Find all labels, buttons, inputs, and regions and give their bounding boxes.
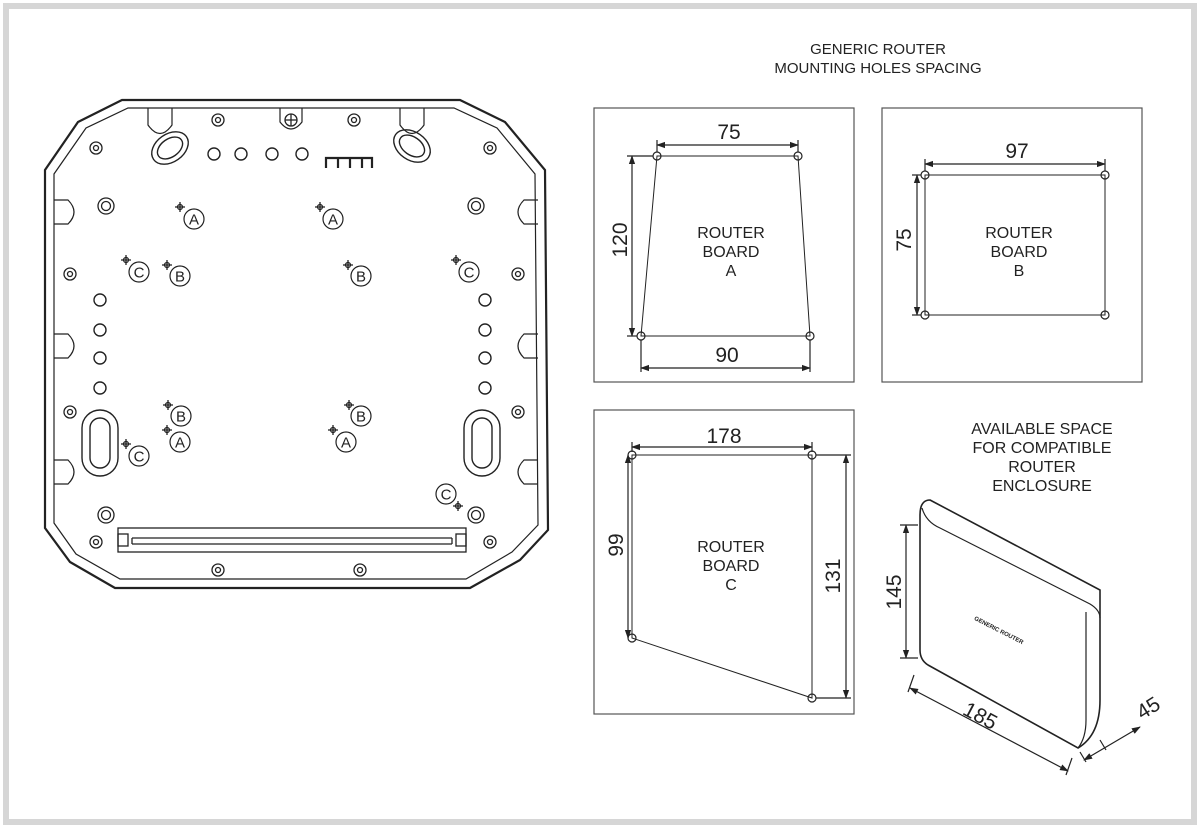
mounting-crosshair — [163, 400, 173, 410]
mounting-hole — [176, 203, 184, 211]
mounting-crosshair — [121, 439, 131, 449]
board-b-panel: 97 75 ROUTER BOARD B — [881, 107, 1143, 383]
callout-letter: C — [134, 449, 145, 466]
mounting-point-b: B — [163, 400, 192, 427]
mounting-hole — [452, 256, 460, 264]
mounting-crosshair — [121, 255, 131, 265]
mounting-point-b: B — [343, 260, 372, 287]
callout-bubble — [350, 405, 372, 427]
mounting-point-b: B — [344, 400, 372, 427]
board-c-right-dimension: 131 — [822, 558, 845, 593]
callout-bubble — [335, 431, 357, 453]
enclosure-length-dimension: 185 — [959, 698, 1001, 735]
board-c-label-line-2: BOARD — [703, 558, 760, 575]
mounting-crosshair — [451, 255, 461, 265]
board-c-label-line-1: ROUTER — [697, 539, 765, 556]
enclosure-caption-line-3: ROUTER — [1008, 459, 1076, 476]
enclosure-depth-dimension: 45 — [1133, 693, 1165, 725]
board-b-label-line-1: ROUTER — [985, 225, 1053, 242]
mounting-point-a: A — [315, 202, 344, 230]
board-a-label-line-2: BOARD — [703, 244, 760, 261]
mounting-crosshair — [344, 400, 354, 410]
callout-letter: C — [464, 265, 475, 282]
enclosure-caption-line-1: AVAILABLE SPACE — [971, 421, 1112, 438]
callout-letter: B — [356, 269, 366, 286]
callout-letter: A — [175, 435, 185, 452]
callout-bubble — [169, 265, 191, 287]
callout-bubble — [350, 265, 372, 287]
mounting-point-b: B — [162, 260, 191, 287]
board-a-label-line-1: ROUTER — [697, 225, 765, 242]
board-c-label-line-3: C — [725, 577, 737, 594]
callout-letter: A — [328, 212, 338, 229]
board-a-label-line-3: A — [726, 263, 737, 280]
mounting-point-a: A — [175, 202, 205, 230]
mounting-point-c: C — [435, 483, 463, 511]
mounting-hole — [454, 502, 462, 510]
mounting-hole — [164, 401, 172, 409]
enclosure-caption-line-2: FOR COMPATIBLE — [973, 440, 1112, 457]
mounting-crosshair — [162, 425, 172, 435]
mounting-crosshair — [328, 425, 338, 435]
drawing-title: GENERIC ROUTER MOUNTING HOLES SPACING — [774, 41, 981, 77]
board-b-top-dimension: 97 — [1005, 140, 1028, 163]
callout-letter: B — [356, 409, 366, 426]
callout-bubble — [128, 261, 150, 283]
board-a-bottom-dimension: 90 — [715, 344, 738, 367]
mounting-point-c: C — [451, 255, 480, 283]
callout-bubble — [458, 261, 480, 283]
callout-letter: A — [189, 212, 199, 229]
board-c-top-dimension: 178 — [706, 425, 741, 448]
mounting-hole — [316, 203, 324, 211]
enclosure-brand-text: GENERIC ROUTER — [973, 616, 1025, 646]
callout-letter: C — [441, 487, 452, 504]
mounting-crosshair — [343, 260, 353, 270]
mounting-crosshair — [315, 202, 325, 212]
mounting-hole — [344, 261, 352, 269]
title-line-1: GENERIC ROUTER — [810, 41, 946, 58]
callout-bubble — [322, 208, 344, 230]
callout-bubble — [435, 483, 457, 505]
board-b-label-line-3: B — [1014, 263, 1025, 280]
mounting-point-a: A — [162, 425, 191, 453]
mounting-hole — [163, 426, 171, 434]
enclosure-height-dimension: 145 — [883, 574, 906, 609]
mounting-hole — [345, 401, 353, 409]
board-a-top-dimension: 75 — [717, 121, 740, 144]
board-a-left-dimension: 120 — [609, 222, 632, 257]
title-line-2: MOUNTING HOLES SPACING — [774, 60, 981, 77]
callout-letter: A — [341, 435, 351, 452]
board-a-panel: 75 90 120 ROUTER BOARD A — [593, 107, 855, 383]
enclosure-drawing: AVAILABLE SPACE FOR COMPATIBLE ROUTER EN… — [883, 421, 1165, 776]
mounting-hole — [329, 426, 337, 434]
board-b-label-line-2: BOARD — [991, 244, 1048, 261]
callout-bubble — [170, 405, 192, 427]
callout-letter: B — [176, 409, 186, 426]
drawing-frame — [3, 3, 1197, 825]
callout-bubble — [128, 445, 150, 467]
mounting-point-c: C — [121, 439, 150, 467]
mounting-crosshair — [453, 501, 463, 511]
board-c-panel: 178 99 131 ROUTER BOARD C — [593, 409, 855, 715]
board-c-left-dimension: 99 — [605, 533, 628, 556]
board-b-left-dimension: 75 — [893, 228, 916, 251]
callout-bubble — [183, 208, 205, 230]
mounting-crosshair — [162, 260, 172, 270]
mounting-crosshair — [175, 202, 185, 212]
mounting-hole — [122, 440, 130, 448]
mounting-hole — [122, 256, 130, 264]
mounting-hole — [163, 261, 171, 269]
enclosure-caption-line-4: ENCLOSURE — [992, 478, 1092, 495]
callout-letter: C — [134, 265, 145, 282]
callout-letter: B — [175, 269, 185, 286]
mounting-point-c: C — [121, 255, 150, 283]
mounting-point-a: A — [328, 425, 357, 453]
callout-bubble — [169, 431, 191, 453]
